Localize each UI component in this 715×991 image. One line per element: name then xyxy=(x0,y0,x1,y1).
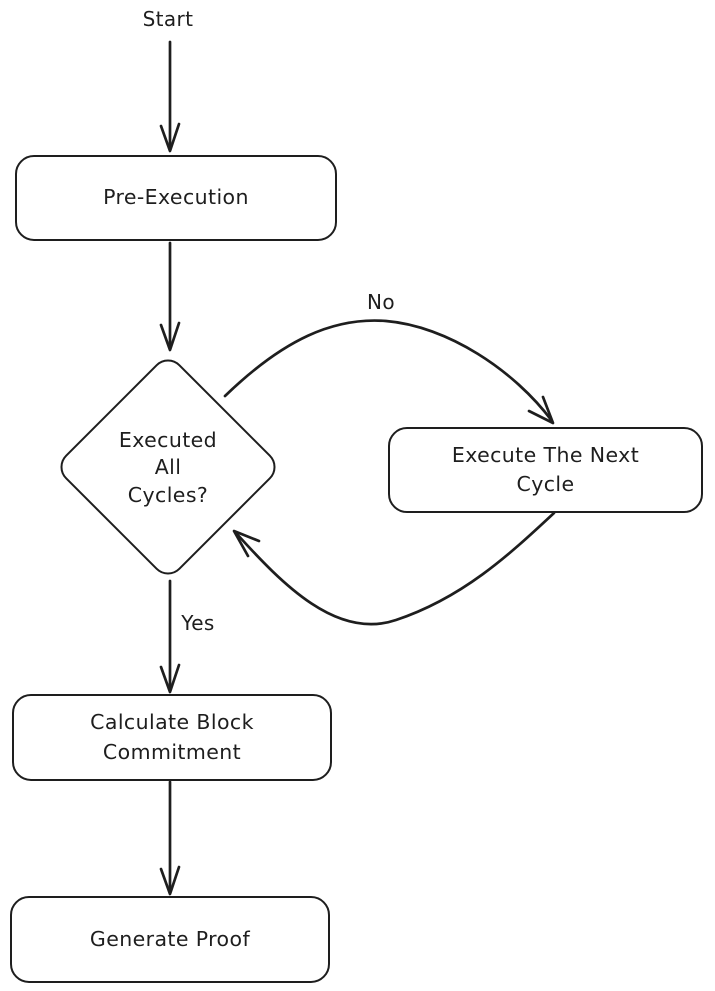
calculate-line-2: Commitment xyxy=(102,739,242,764)
execute-next-line-1: Execute The Next xyxy=(451,442,640,467)
arrowhead-pre-execution-to-decision xyxy=(159,321,181,352)
node-execute-next-cycle: Execute The Next Cycle xyxy=(388,427,703,513)
arrow-decision-no-to-execute-next xyxy=(223,319,554,423)
node-decision-label: Executed All Cycles? xyxy=(58,424,278,512)
node-pre-execution-label: Pre-Execution xyxy=(103,185,249,210)
generate-proof-label: Generate Proof xyxy=(89,926,251,951)
node-generate-proof: Generate Proof xyxy=(10,896,330,983)
arrowhead-decision-yes-to-calculate xyxy=(159,663,181,694)
arrowhead-decision-no-to-execute-next xyxy=(527,395,555,425)
arrow-execute-next-loop-to-decision xyxy=(234,511,556,626)
arrowhead-execute-next-loop-to-decision xyxy=(232,529,261,558)
decision-line-2: All xyxy=(154,455,182,480)
arrowhead-start-to-pre-execution xyxy=(159,122,181,153)
node-calculate-block-commitment: Calculate Block Commitment xyxy=(12,694,332,781)
edge-label-no: No xyxy=(355,290,407,314)
start-label: Start xyxy=(130,7,206,31)
node-pre-execution: Pre-Execution xyxy=(15,155,337,241)
decision-line-1: Executed xyxy=(118,428,218,453)
arrowhead-calculate-to-generate-proof xyxy=(159,865,181,896)
decision-line-3: Cycles? xyxy=(127,482,209,507)
execute-next-line-2: Cycle xyxy=(516,472,575,496)
edge-label-yes: Yes xyxy=(172,611,224,635)
calculate-line-1: Calculate Block xyxy=(90,710,254,735)
